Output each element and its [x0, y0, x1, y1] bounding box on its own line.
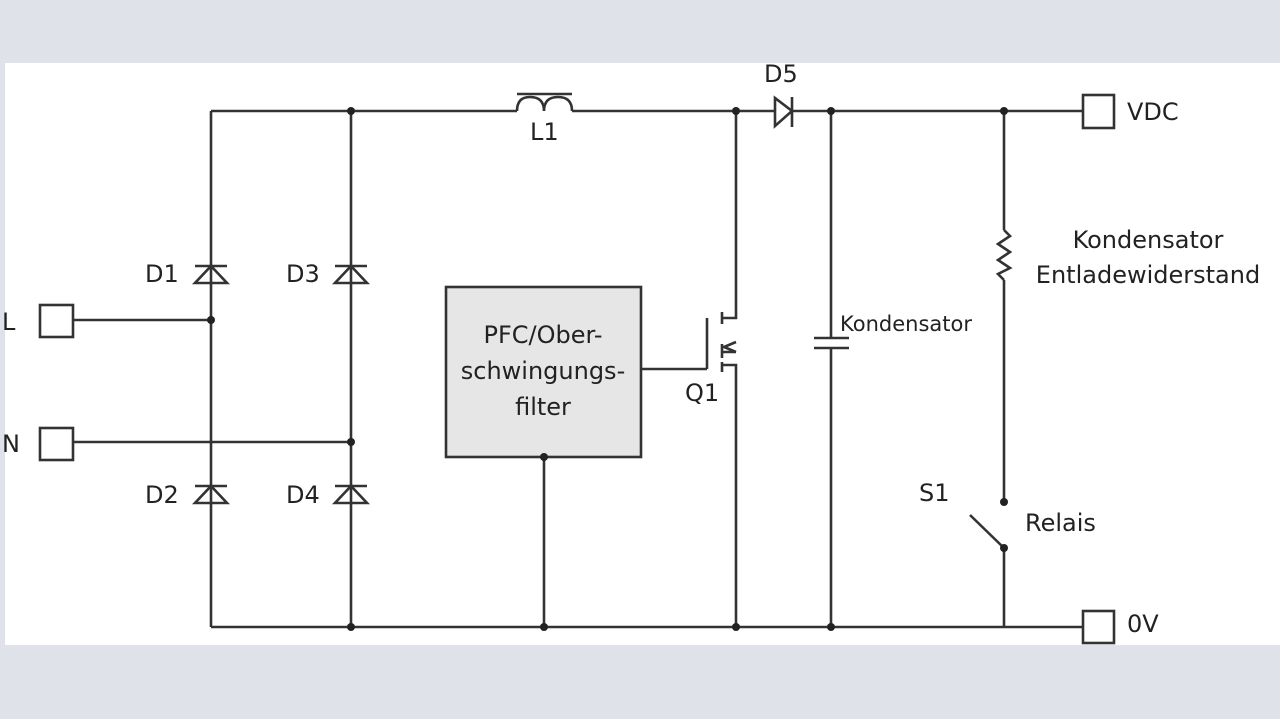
- inductor-l1-symbol: [515, 92, 574, 112]
- label-q1: Q1: [685, 379, 719, 407]
- diode-d3-symbol: [331, 264, 371, 285]
- terminal-l-box: [38, 303, 75, 339]
- diagram-panel: [5, 63, 1280, 645]
- label-d4: D4: [286, 481, 320, 509]
- terminal-0v-box: [1081, 609, 1116, 645]
- diode-d2-symbol: [191, 484, 231, 505]
- resistor-symbol: [995, 229, 1013, 281]
- mosfet-q1-symbol: [705, 312, 737, 372]
- pfc-label-line1: PFC/Ober-: [483, 321, 602, 349]
- label-resistor-line2: Entladewiderstand: [1036, 261, 1260, 289]
- label-d3: D3: [286, 260, 320, 288]
- relay-switch-s1: [969, 514, 1005, 549]
- pfc-label-line2: schwingungs-: [461, 357, 625, 385]
- terminal-vdc-box: [1081, 93, 1116, 130]
- capacitor-symbol: [814, 336, 849, 350]
- junction-dots: [207, 107, 1008, 631]
- pfc-label-line3: filter: [515, 393, 571, 421]
- label-terminal-l: L: [2, 308, 16, 336]
- label-terminal-0v: 0V: [1127, 610, 1159, 638]
- diode-d5-symbol: [773, 95, 795, 129]
- wires: [73, 109, 1083, 629]
- label-terminal-vdc: VDC: [1127, 98, 1179, 126]
- label-relay: Relais: [1025, 509, 1096, 537]
- label-d1: D1: [145, 260, 179, 288]
- label-l1: L1: [530, 118, 559, 146]
- label-capacitor: Kondensator: [840, 312, 972, 336]
- label-terminal-n: N: [2, 430, 20, 458]
- diode-d1-symbol: [191, 264, 231, 285]
- diode-d4-symbol: [331, 484, 371, 505]
- terminal-n-box: [38, 426, 75, 462]
- label-resistor-line1: Kondensator: [1073, 226, 1224, 254]
- label-d5: D5: [764, 60, 798, 88]
- pfc-filter-block: [444, 285, 643, 459]
- label-d2: D2: [145, 481, 179, 509]
- label-s1: S1: [919, 479, 950, 507]
